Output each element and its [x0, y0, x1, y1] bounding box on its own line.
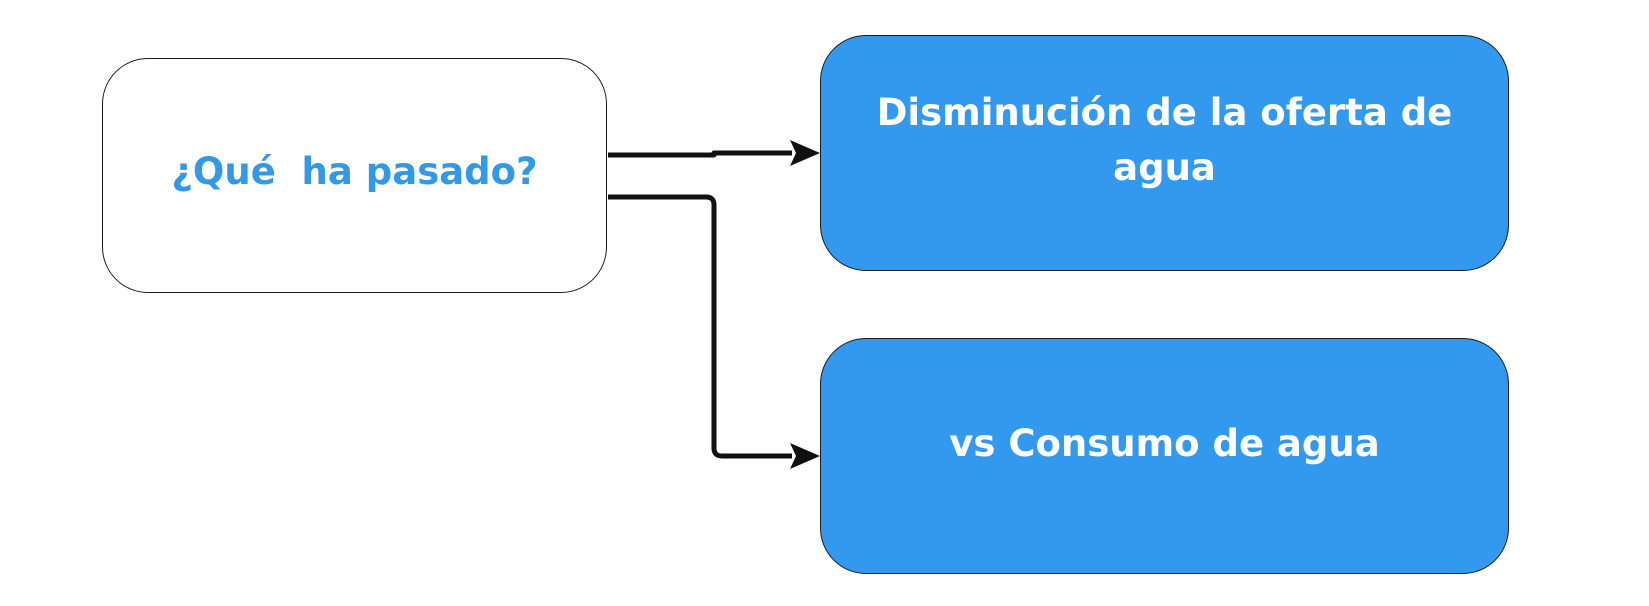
consumption-label: vs Consumo de agua	[949, 421, 1380, 465]
offer-decrease-label: Disminución de la oferta de agua	[876, 91, 1453, 189]
arrow-to-offer-head	[790, 140, 820, 166]
question-node: ¿Qué ha pasado?	[102, 58, 607, 293]
question-label: ¿Qué ha pasado?	[171, 150, 538, 193]
arrow-to-consumption	[608, 194, 820, 469]
offer-decrease-node: Disminución de la oferta de agua	[820, 35, 1509, 271]
consumption-node: vs Consumo de agua	[820, 338, 1509, 574]
arrow-to-consumption-head	[790, 443, 820, 469]
arrow-to-offer	[608, 140, 820, 166]
